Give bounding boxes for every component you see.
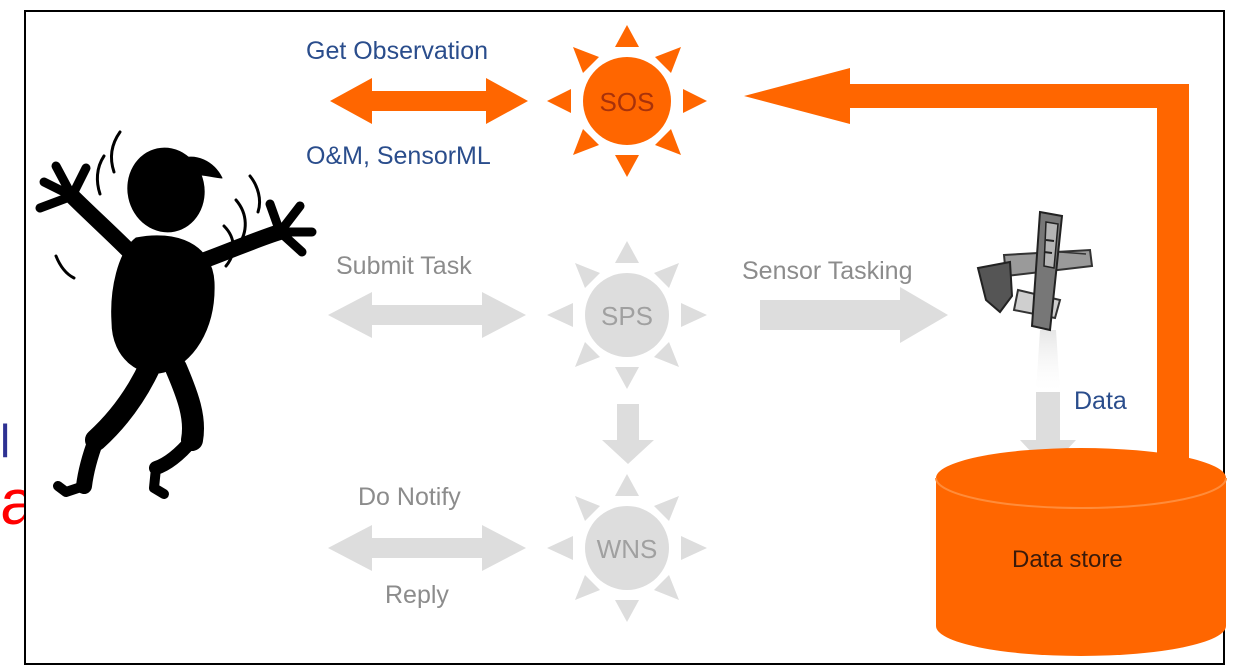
sensor-tasking-label: Sensor Tasking (742, 257, 913, 285)
sps-sun-icon (547, 241, 707, 389)
sps-label: SPS (600, 301, 654, 331)
wns-label: WNS (596, 534, 658, 564)
wns-sun-icon (547, 474, 707, 622)
sensor-tasking-arrow (760, 287, 948, 343)
sos-sun-icon (547, 25, 707, 177)
sps-to-wns-arrow (602, 404, 654, 464)
wns-double-arrow (328, 525, 526, 571)
data-store-label: Data store (1012, 546, 1123, 573)
sos-response-label: O&M, SensorML (306, 142, 491, 170)
sensor-aircraft-icon (976, 210, 1094, 332)
data-flow-label: Data (1074, 387, 1127, 415)
sps-request-label: Submit Task (336, 252, 472, 280)
sos-label: SOS (599, 87, 655, 117)
sos-double-arrow (330, 78, 528, 124)
wns-request-label: Do Notify (358, 483, 461, 511)
wns-response-label: Reply (385, 581, 449, 609)
user-figure-icon (35, 130, 317, 499)
sps-double-arrow (328, 292, 526, 338)
sos-request-label: Get Observation (306, 37, 489, 65)
data-store-cylinder-icon (935, 448, 1227, 656)
clipped-text-blue: l (0, 415, 12, 467)
